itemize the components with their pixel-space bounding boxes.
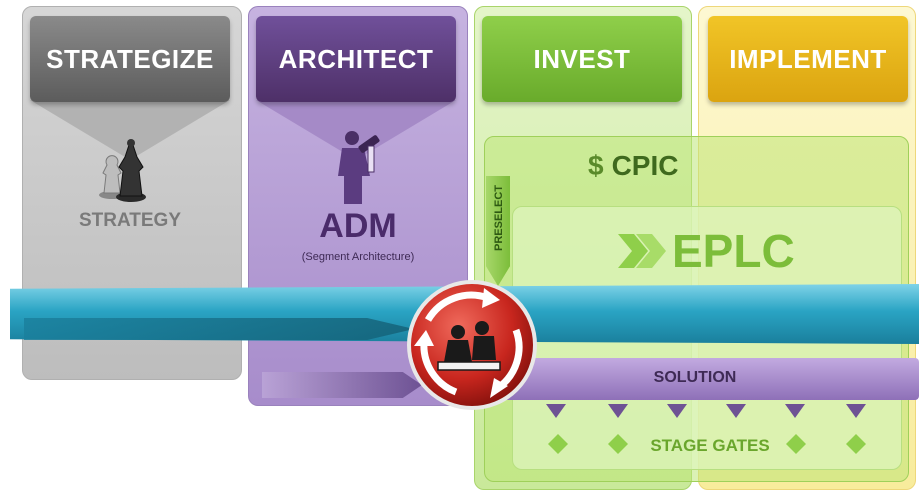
architect-header: ARCHITECT	[256, 16, 456, 102]
cpic-label: CPIC	[611, 150, 679, 181]
solution-marker	[546, 404, 566, 418]
cpic-heading: $ CPIC	[588, 150, 678, 182]
stage-gate-diamond	[786, 434, 806, 454]
preselect-label: PRESELECT	[493, 185, 505, 252]
dollar-icon: $	[588, 150, 604, 181]
implement-title: IMPLEMENT	[729, 43, 887, 74]
solution-marker	[667, 404, 687, 418]
architect-base-arrow	[262, 372, 422, 398]
architect-figure-icon	[338, 131, 380, 204]
architect-title: ARCHITECT	[278, 43, 434, 74]
adm-subtitle: (Segment Architecture)	[301, 251, 415, 263]
solution-marker	[785, 404, 805, 418]
solution-markers	[546, 404, 866, 418]
stage-gate-markers	[548, 434, 866, 454]
architect-funnel	[256, 100, 456, 160]
timeline-inner-arrow	[24, 318, 414, 340]
adm-label: ADM	[319, 207, 397, 245]
strategy-label: STRATEGY	[78, 210, 182, 231]
chess-pieces-icon	[99, 139, 146, 202]
chevrons-icon	[618, 234, 666, 268]
implement-header: IMPLEMENT	[708, 16, 908, 102]
stage-gates-label: STAGE GATES	[650, 436, 770, 455]
strategize-funnel	[30, 100, 230, 160]
solution-marker	[608, 404, 628, 418]
solution-marker	[846, 404, 866, 418]
invest-title: INVEST	[533, 43, 631, 74]
preselect-arrow	[486, 176, 510, 286]
stage-gate-diamond	[846, 434, 866, 454]
cycle-hub-icon	[407, 280, 537, 410]
solution-marker	[726, 404, 746, 418]
solution-bar	[484, 358, 919, 400]
strategize-title: STRATEGIZE	[46, 43, 214, 74]
eplc-label: EPLC	[672, 225, 795, 277]
solution-label: SOLUTION	[653, 369, 737, 386]
strategize-header: STRATEGIZE	[30, 16, 230, 102]
invest-header: INVEST	[482, 16, 682, 102]
stage-gate-diamond	[608, 434, 628, 454]
stage-gate-diamond	[548, 434, 568, 454]
